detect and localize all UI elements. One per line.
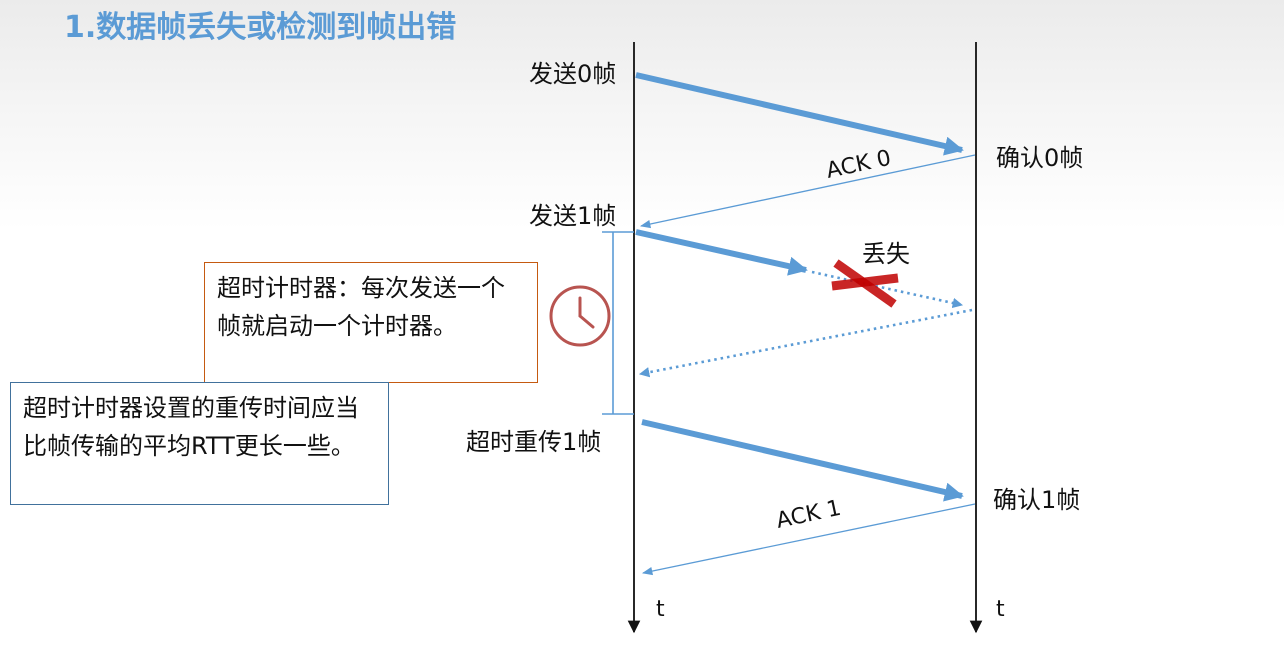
ack1-label: ACK 1 [774, 496, 843, 534]
resend1-label: 超时重传1帧 [466, 428, 602, 456]
confirm0-label: 确认0帧 [996, 144, 1084, 172]
ack0-label: ACK 0 [824, 146, 893, 184]
send1-label: 发送1帧 [529, 202, 617, 230]
receiver-time-label: t [996, 597, 1005, 622]
timer-bracket [602, 231, 634, 415]
resend-frame1-arrow [641, 419, 964, 502]
ack-dotted [638, 308, 973, 378]
cross-icon [831, 259, 899, 308]
frame0-arrow [635, 72, 964, 156]
page-title: 1.数据帧丢失或检测到帧出错 [64, 10, 457, 45]
sender-time-label: t [656, 597, 665, 622]
ack0-arrow [639, 154, 976, 229]
ack1-arrow [641, 503, 976, 576]
lost-label: 丢失 [862, 240, 910, 268]
confirm1-label: 确认1帧 [993, 486, 1081, 514]
timer-note: 超时计时器：每次发送一个帧就启动一个计时器。 [204, 262, 538, 383]
rtt-note: 超时计时器设置的重传时间应当比帧传输的平均RTT更长一些。 [10, 382, 389, 505]
send0-label: 发送0帧 [529, 60, 617, 88]
frame1-arrow [635, 229, 808, 276]
clock-icon [549, 285, 611, 347]
